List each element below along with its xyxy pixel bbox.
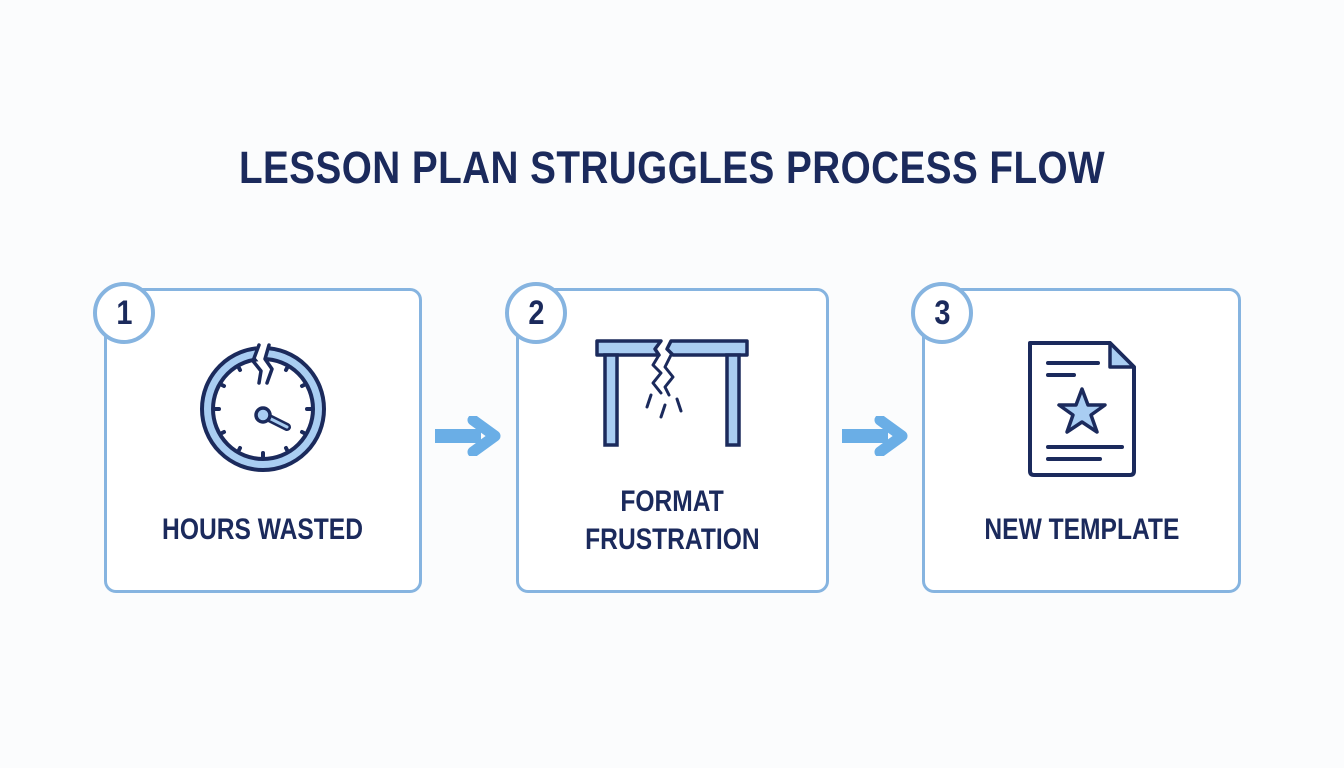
right-arrow-icon: [840, 414, 908, 461]
step-number-badge: 3: [911, 282, 973, 344]
step-number: 2: [527, 293, 545, 332]
step-number: 1: [115, 293, 133, 332]
step-number: 3: [933, 293, 951, 332]
step-label: HOURS WASTED: [162, 513, 364, 546]
diagram-title: LESSON PLAN STRUGGLES PROCESS FLOW: [238, 142, 1106, 193]
right-arrow-icon: [433, 414, 501, 461]
step-number-badge: 1: [93, 282, 155, 344]
broken-clock-icon: [107, 341, 419, 477]
step-card-3: 3 NEW TEMPLATE: [911, 282, 1241, 593]
document-star-icon: [925, 337, 1238, 477]
step-card-1: 1: [93, 282, 422, 593]
step-label: FORMAT FRUSTRATION: [585, 485, 760, 556]
step-label: NEW TEMPLATE: [984, 513, 1179, 546]
step-card-2: 2 FORMAT FRUSTRATION: [505, 282, 829, 593]
broken-table-icon: [519, 335, 826, 455]
step-number-badge: 2: [505, 282, 567, 344]
